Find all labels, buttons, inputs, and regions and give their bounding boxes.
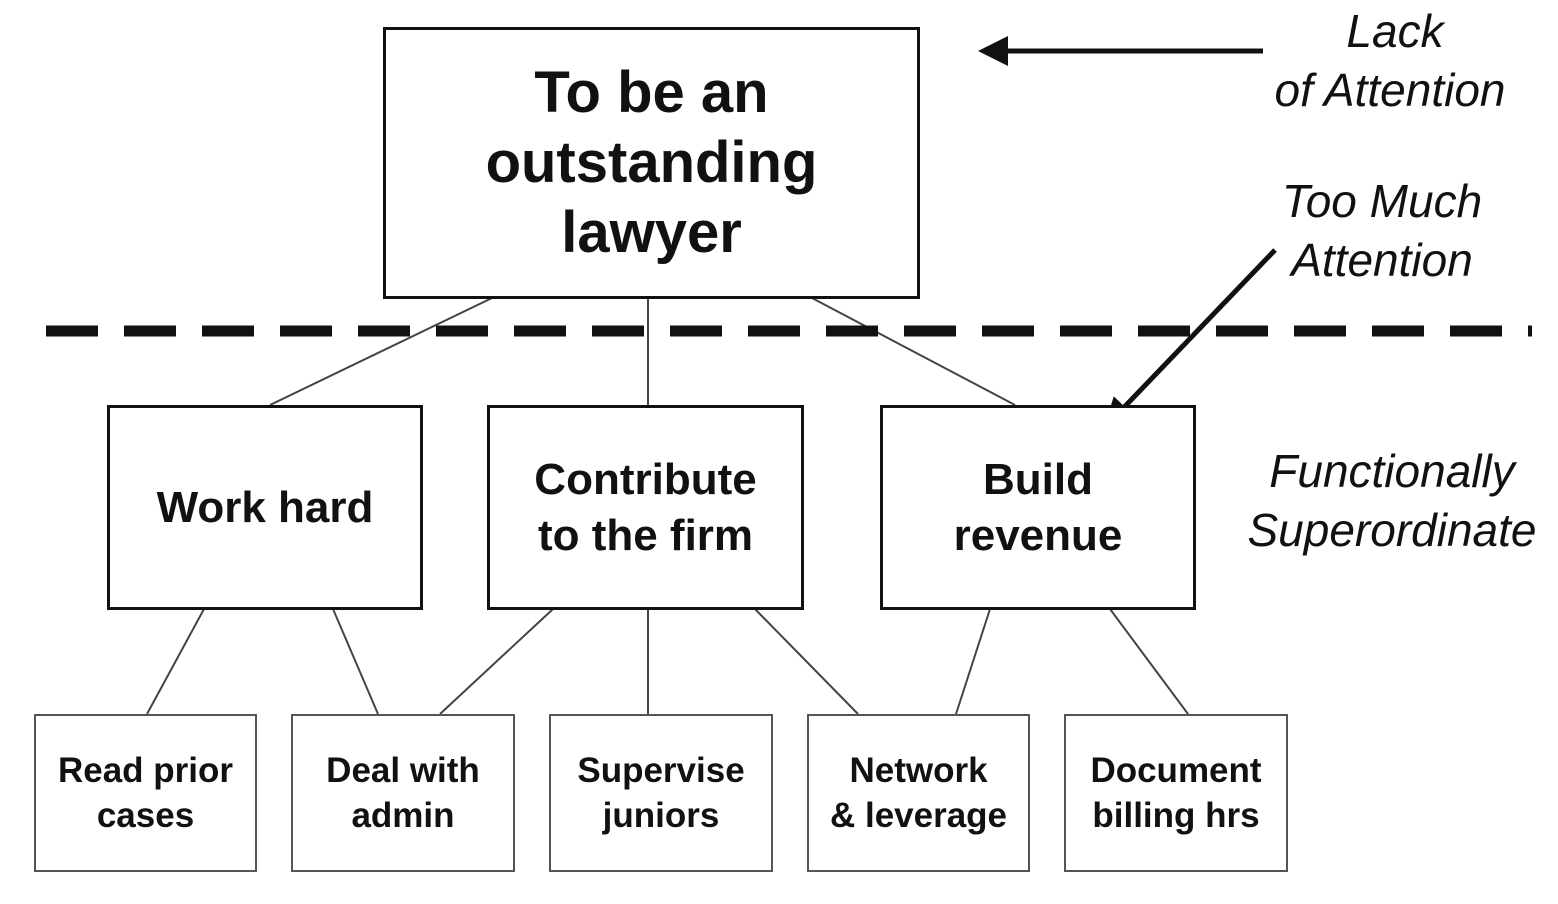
task-deal-with-admin-line-1: Deal with <box>326 751 480 790</box>
subgoal-contribute-line-1: Contribute <box>534 454 757 504</box>
task-read-prior-cases-line-1: Read prior <box>57 751 234 790</box>
task-document-billing-line-1: Document <box>1090 751 1262 790</box>
lack-of-attention-line-1: Lack <box>1346 5 1444 57</box>
top-goal-box: To be an outstanding lawyer <box>383 27 920 299</box>
connector-build-revenue-to-network <box>955 608 991 715</box>
top-goal-line-2: outstanding <box>485 130 818 195</box>
connector-work-hard-to-deal-with-admin <box>332 608 379 715</box>
task-network-leverage-line-2: & leverage <box>829 796 1008 835</box>
subgoal-build-revenue-box: Build revenue <box>880 405 1196 610</box>
connector-contribute-to-network <box>754 608 859 715</box>
lack-of-attention-label: Lack of Attention <box>1262 2 1518 120</box>
task-supervise-juniors-line-2: juniors <box>602 796 720 835</box>
connector-goal-to-build-revenue <box>811 297 1016 406</box>
top-goal-line-1: To be an <box>534 60 769 125</box>
connector-goal-to-work-hard <box>269 297 493 406</box>
too-much-attention-line-2: Attention <box>1291 234 1473 286</box>
too-much-attention-line-1: Too Much <box>1281 175 1483 227</box>
task-document-billing-box: Document billing hrs <box>1064 714 1288 872</box>
functionally-superordinate-line-2: Superordinate <box>1247 504 1537 556</box>
lack-of-attention-line-2: of Attention <box>1274 64 1506 116</box>
task-deal-with-admin-box: Deal with admin <box>291 714 515 872</box>
subgoal-build-revenue-line-2: revenue <box>953 510 1123 560</box>
top-goal-line-3: lawyer <box>561 200 742 265</box>
subgoal-work-hard-label: Work hard <box>156 482 374 532</box>
task-supervise-juniors-box: Supervise juniors <box>549 714 773 872</box>
task-network-leverage-box: Network & leverage <box>807 714 1030 872</box>
connector-contribute-to-deal-with-admin <box>439 608 554 715</box>
subgoal-contribute-box: Contribute to the firm <box>487 405 804 610</box>
task-supervise-juniors-line-1: Supervise <box>577 751 745 790</box>
subgoal-work-hard-box: Work hard <box>107 405 423 610</box>
functionally-superordinate-line-1: Functionally <box>1269 445 1515 497</box>
task-document-billing-line-2: billing hrs <box>1092 796 1260 835</box>
task-network-leverage-line-1: Network <box>849 751 988 790</box>
task-read-prior-cases-box: Read prior cases <box>34 714 257 872</box>
subgoal-build-revenue-line-1: Build <box>983 454 1093 504</box>
task-read-prior-cases-line-2: cases <box>96 796 195 835</box>
connector-work-hard-to-read-prior-cases <box>146 608 205 715</box>
connector-build-revenue-to-document <box>1109 608 1189 715</box>
too-much-attention-label: Too Much Attention <box>1262 172 1502 290</box>
too-much-attention-arrow <box>1103 248 1277 429</box>
subgoal-contribute-line-2: to the firm <box>537 510 754 560</box>
task-deal-with-admin-line-2: admin <box>351 796 455 835</box>
functionally-superordinate-label: Functionally Superordinate <box>1226 442 1558 560</box>
